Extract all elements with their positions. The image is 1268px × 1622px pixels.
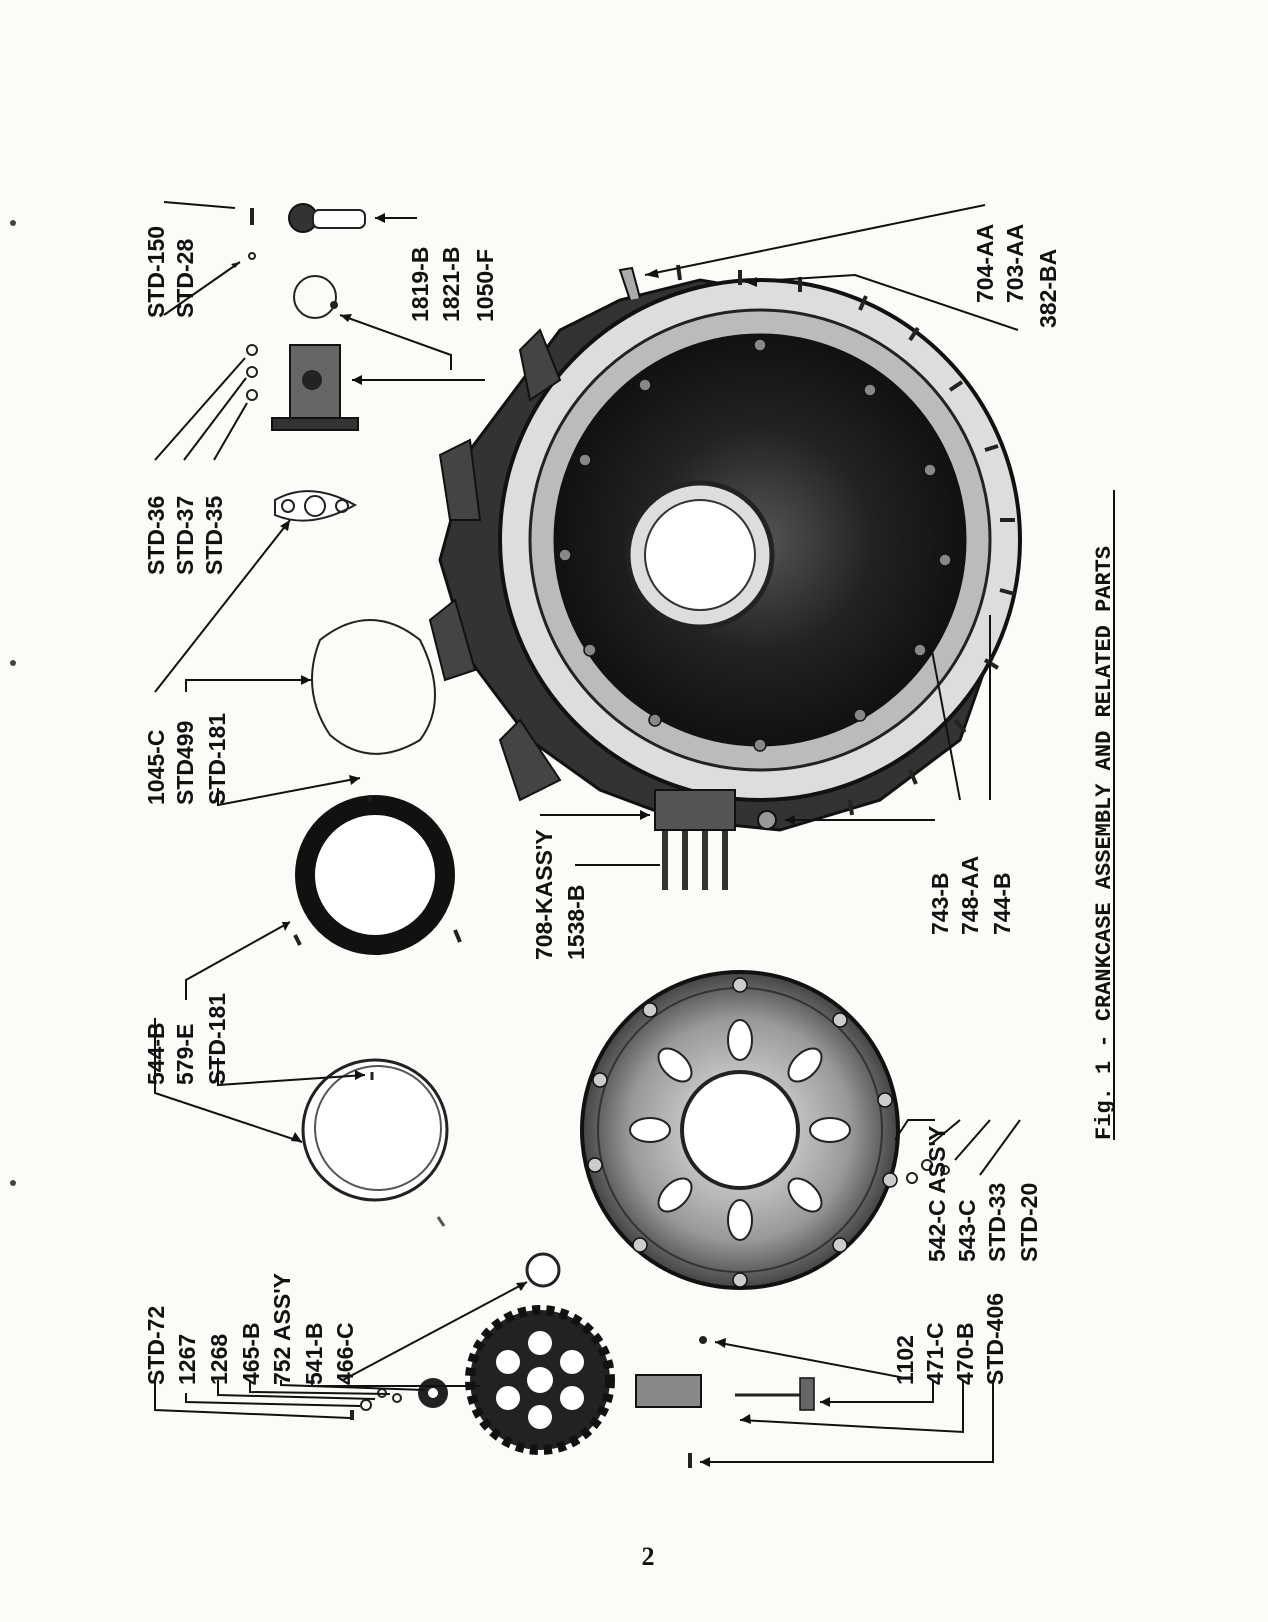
label-703-aa: 703-AA (1002, 224, 1028, 303)
label-704-aa: 704-AA (972, 224, 998, 303)
label-1045-c: 1045-C (143, 730, 169, 805)
label-1102: 1102 (892, 1335, 918, 1385)
small-parts-top-drawing (246, 203, 366, 522)
oil-seal-drawing (293, 795, 462, 955)
label-1538-b: 1538-B (563, 885, 589, 960)
leader-lines (154, 201, 1021, 1463)
label-std-33: STD-33 (984, 1183, 1010, 1262)
label-std-20: STD-20 (1016, 1183, 1042, 1262)
label-471-c: 471-C (922, 1322, 948, 1385)
label-541-b: 541-B (301, 1322, 327, 1385)
label-std-72: STD-72 (143, 1306, 169, 1385)
label-544-b: 544-B (143, 1022, 169, 1085)
label-543-c: 543-C (954, 1199, 980, 1262)
rear-cover-drawing (580, 970, 950, 1290)
label-1267: 1267 (174, 1334, 200, 1385)
binder-hole (10, 1180, 16, 1186)
gasket-drawing (311, 619, 436, 755)
label-465-b: 465-B (238, 1322, 264, 1385)
page-number: 2 (642, 1542, 655, 1571)
ring-drawing (301, 1058, 449, 1227)
crankcase-assembly-drawing (428, 264, 1022, 890)
label-382-ba: 382-BA (1035, 249, 1061, 328)
label-std-181-upper: STD-181 (204, 713, 230, 805)
label-542-c-assy: 542-C ASS'Y (924, 1126, 950, 1262)
label-708-kassy: 708-KASS'Y (531, 829, 557, 960)
label-std-181-lower: STD-181 (204, 993, 230, 1085)
part-labels: STD-150 STD-28 1819-B 1821-B 1050-F 704-… (143, 224, 1061, 1385)
label-std-35: STD-35 (201, 496, 227, 575)
leader-arrowheads (231, 213, 830, 1467)
label-744-b: 744-B (989, 872, 1015, 935)
label-748-aa: 748-AA (957, 856, 983, 935)
label-579-e: 579-E (172, 1024, 198, 1085)
binder-hole (10, 660, 16, 666)
label-std-36: STD-36 (143, 496, 169, 575)
label-std-406: STD-406 (982, 1293, 1008, 1385)
label-std-150: STD-150 (143, 226, 169, 318)
label-466-c: 466-C (332, 1322, 358, 1385)
label-743-b: 743-B (927, 872, 953, 935)
label-1821-b: 1821-B (438, 247, 464, 322)
label-752-assy: 752 ASS'Y (269, 1273, 295, 1385)
label-1050-f: 1050-F (472, 249, 498, 322)
label-std-28: STD-28 (172, 239, 198, 318)
label-std499: STD499 (172, 721, 198, 805)
label-470-b: 470-B (952, 1322, 978, 1385)
label-1268: 1268 (206, 1334, 232, 1385)
label-std-37: STD-37 (172, 496, 198, 575)
figure-caption: Fig. 1 - CRANKCASE ASSEMBLY AND RELATED … (1092, 546, 1117, 1140)
gear-parts-drawing (350, 1252, 815, 1468)
binder-hole (10, 220, 16, 226)
label-1819-b: 1819-B (407, 247, 433, 322)
